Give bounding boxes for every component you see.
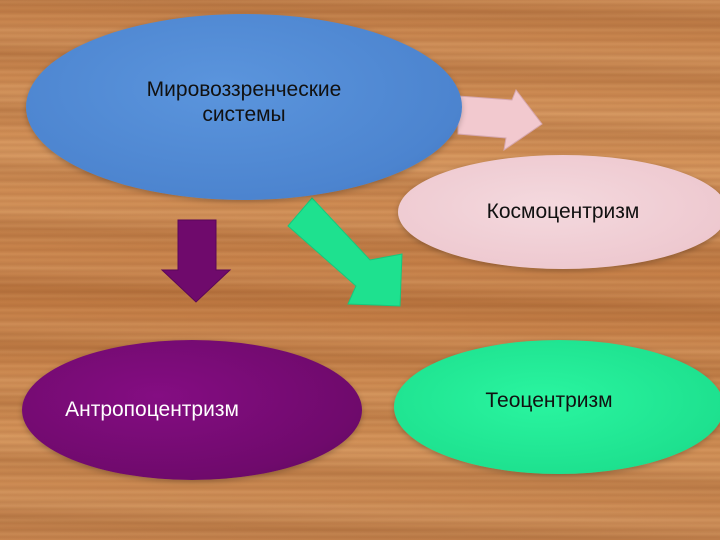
- arrow-to-theocentrism: [287, 197, 403, 307]
- node-worldview-systems: Мировоззренческие системы: [26, 14, 462, 200]
- node-cosmocentrism-label: Космоцентризм: [486, 200, 640, 224]
- arrow-to-cosmocentrism: [457, 88, 543, 152]
- arrow-to-anthropocentrism: [160, 219, 232, 303]
- node-anthropocentrism: Антропоцентризм: [22, 340, 362, 480]
- node-worldview-systems-label: Мировоззренческие системы: [146, 77, 342, 126]
- node-theocentrism-label: Теоцентризм: [485, 389, 613, 413]
- node-theocentrism: Теоцентризм: [394, 340, 720, 474]
- node-anthropocentrism-label: Антропоцентризм: [65, 398, 239, 422]
- node-cosmocentrism: Космоцентризм: [398, 155, 720, 269]
